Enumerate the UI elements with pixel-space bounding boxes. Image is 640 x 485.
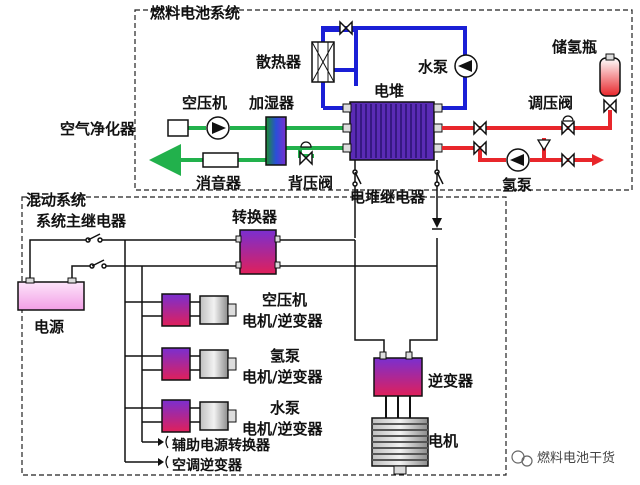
humidifier-icon bbox=[265, 116, 287, 166]
traction-inverter-icon bbox=[373, 351, 423, 418]
h2-drain-valve-icon bbox=[561, 152, 575, 168]
label-h2-pump-motor-2: 电机/逆变器 bbox=[242, 368, 323, 386]
check-valve-icon bbox=[536, 139, 552, 152]
coolant-valve-icon bbox=[339, 20, 353, 36]
label-muffler: 消音器 bbox=[196, 174, 242, 192]
air-filter-icon bbox=[167, 119, 189, 137]
label-ac-inverter: 空调逆变器 bbox=[172, 457, 243, 474]
label-aux-converter: 辅助电源转换器 bbox=[172, 437, 271, 454]
diode-icon bbox=[432, 218, 442, 228]
h2-inlet-valve-icon bbox=[473, 120, 487, 136]
stack-relay-switches bbox=[352, 169, 444, 187]
label-pressure-regulator: 调压阀 bbox=[528, 94, 573, 112]
label-main-relay: 系统主继电器 bbox=[36, 212, 127, 230]
air-compressor-icon bbox=[206, 116, 230, 140]
label-air-filter: 空气净化器 bbox=[60, 120, 136, 138]
label-compressor-motor-2: 电机/逆变器 bbox=[242, 312, 323, 330]
label-water-pump-motor-1: 水泵 bbox=[270, 399, 300, 417]
hybrid-system-boundary bbox=[21, 196, 507, 476]
label-air-compressor: 空压机 bbox=[182, 94, 227, 112]
label-radiator: 散热器 bbox=[256, 53, 302, 71]
fuel-cell-stack-icon bbox=[342, 101, 443, 161]
label-converter: 转换器 bbox=[232, 208, 278, 226]
label-compressor-motor-1: 空压机 bbox=[262, 291, 307, 309]
h2-pump-motor-inverter-icon bbox=[161, 347, 237, 381]
battery-icon bbox=[17, 277, 85, 311]
fuel-cell-system-boundary bbox=[134, 9, 633, 191]
label-hydrogen-pump: 氢泵 bbox=[502, 176, 532, 194]
label-motor: 电机 bbox=[428, 432, 458, 450]
main-relay-switches bbox=[85, 233, 107, 269]
hydrogen-pump-icon bbox=[506, 148, 530, 172]
label-water-pump-motor-2: 电机/逆变器 bbox=[242, 420, 323, 438]
ac-inverter-arrow bbox=[158, 458, 164, 466]
water-pump-icon bbox=[454, 54, 478, 78]
label-hydrogen-tank: 储氢瓶 bbox=[552, 38, 597, 56]
compressor-motor-inverter-icon bbox=[161, 293, 237, 327]
label-hybrid-system: 混动系统 bbox=[26, 191, 86, 209]
label-inverter: 逆变器 bbox=[428, 372, 474, 390]
label-stack-relay: 电堆继电器 bbox=[350, 188, 426, 206]
label-h2-pump-motor-1: 氢泵 bbox=[270, 347, 300, 365]
watermark: 燃料电池干货 bbox=[511, 450, 615, 467]
dc-converter-icon bbox=[235, 229, 281, 275]
label-power-source: 电源 bbox=[34, 318, 64, 336]
back-pressure-valve-icon bbox=[298, 141, 314, 166]
traction-motor-icon bbox=[371, 417, 429, 475]
label-fuel-cell-system: 燃料电池系统 bbox=[150, 4, 240, 22]
air-path bbox=[149, 126, 343, 176]
hydrogen-outlet-arrow bbox=[592, 154, 604, 166]
label-humidifier: 加湿器 bbox=[248, 94, 295, 112]
watermark-text: 燃料电池干货 bbox=[537, 450, 615, 466]
bracket-marks bbox=[165, 435, 169, 469]
pressure-regulator-icon bbox=[561, 115, 575, 136]
aux-converter-arrow bbox=[158, 438, 164, 446]
water-pump-motor-inverter-icon bbox=[161, 399, 237, 433]
tank-valve-icon bbox=[603, 98, 617, 114]
hydrogen-tank-icon bbox=[599, 53, 621, 97]
radiator-icon bbox=[311, 41, 335, 83]
muffler-icon bbox=[202, 152, 239, 168]
label-back-pressure-valve: 背压阀 bbox=[288, 174, 333, 192]
label-water-pump: 水泵 bbox=[418, 58, 448, 76]
h2-purge-valve-icon bbox=[473, 140, 487, 156]
label-stack: 电堆 bbox=[374, 82, 404, 100]
